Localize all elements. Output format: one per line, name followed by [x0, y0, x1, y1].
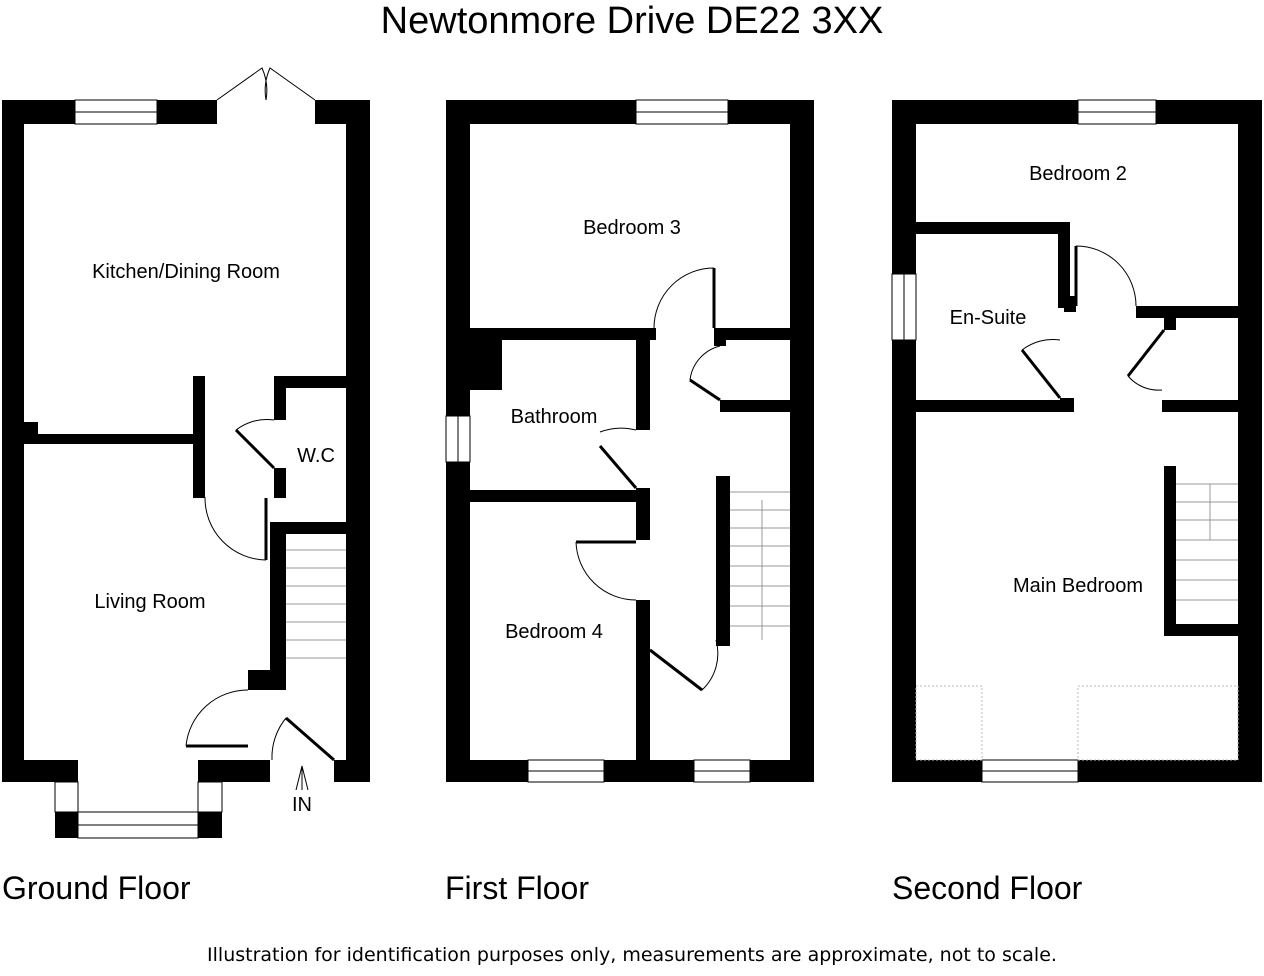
first-floor-walls [446, 100, 814, 782]
disclaimer: Illustration for identification purposes… [207, 944, 1057, 966]
second-floor-walls [892, 100, 1262, 782]
room-label: Bedroom 4 [505, 621, 603, 643]
room-label: Main Bedroom [1013, 575, 1143, 597]
entrance-arrow-icon [295, 765, 309, 791]
ground-floor-walls [2, 100, 370, 838]
first-floor-label: First Floor [445, 870, 589, 906]
room-label: Living Room [94, 591, 205, 613]
room-label: Kitchen/Dining Room [92, 261, 280, 283]
room-label: En-Suite [950, 307, 1027, 329]
room-label: Bathroom [511, 406, 598, 428]
room-label: W.C [297, 445, 335, 467]
ground-floor-label: Ground Floor [2, 870, 191, 906]
room-label: Bedroom 3 [583, 217, 681, 239]
room-label: Bedroom 2 [1029, 163, 1127, 185]
plan-title: Newtonmore Drive DE22 3XX [380, 0, 884, 42]
second-floor-label: Second Floor [892, 870, 1083, 906]
entrance-label: IN [292, 794, 312, 816]
